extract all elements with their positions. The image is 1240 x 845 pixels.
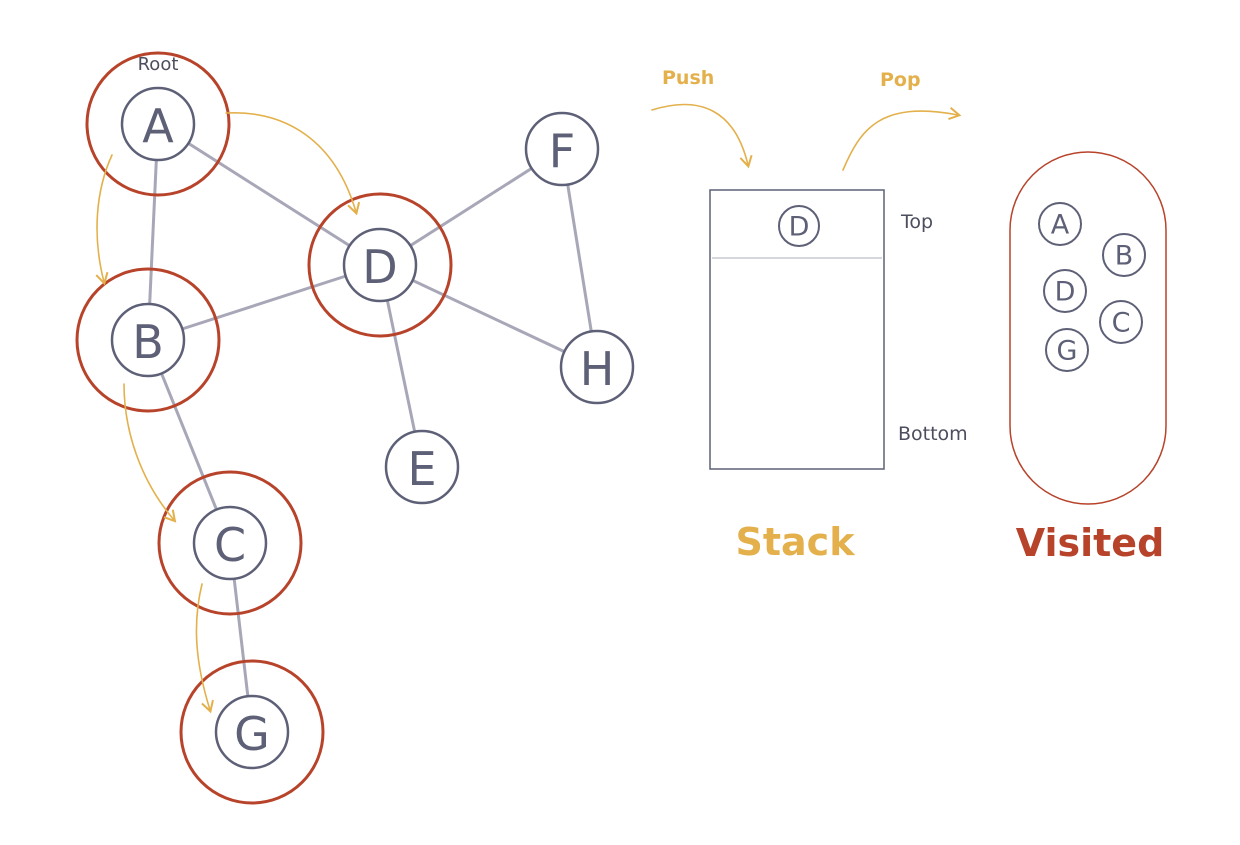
visited-item-label: C — [1112, 308, 1131, 339]
traversal-arrow-a-d — [225, 112, 361, 216]
traversal-arrow-a-b — [95, 154, 113, 286]
visited-item: G — [1045, 328, 1089, 372]
node-label: H — [580, 342, 615, 396]
visited-item: D — [1043, 269, 1087, 313]
edge-d-h — [379, 263, 598, 369]
graph-edges — [146, 122, 599, 733]
node-d: D — [342, 227, 418, 303]
visited-ring-b — [75, 267, 221, 413]
visited-ring-g — [179, 659, 325, 805]
traversal-arrow-c-g — [195, 583, 214, 714]
stack-title: Stack — [736, 520, 856, 564]
node-circle — [524, 111, 600, 187]
visited-rings — [75, 51, 453, 805]
visited-item-circle — [1038, 202, 1082, 246]
node-circle — [214, 694, 290, 770]
stack-item-label: D — [789, 212, 810, 243]
visited-item-label: G — [1057, 336, 1078, 367]
node-g: G — [214, 694, 290, 770]
node-label: C — [214, 518, 246, 572]
traversal-arrows — [95, 112, 361, 714]
node-e: E — [384, 429, 460, 505]
stack-bottom-label: Bottom — [898, 423, 968, 445]
node-f: F — [524, 111, 600, 187]
stack-top-label: Top — [900, 211, 933, 233]
visited-item-circle — [1045, 328, 1089, 372]
visited-title: Visited — [1016, 521, 1165, 565]
visited-ring-c — [157, 470, 303, 616]
visited-item-label: B — [1115, 241, 1134, 272]
edge-b-d — [147, 263, 381, 342]
edge-a-d — [157, 122, 381, 267]
node-circle — [559, 329, 635, 405]
visited-item-label: D — [1055, 277, 1076, 308]
visited-item-circle — [1043, 269, 1087, 313]
node-circle — [110, 302, 186, 378]
visited-item: A — [1038, 202, 1082, 246]
visited-item: C — [1099, 300, 1143, 344]
push-label: Push — [662, 67, 714, 89]
node-label: B — [132, 315, 164, 369]
visited-item-label: A — [1051, 210, 1070, 241]
node-circle — [120, 86, 196, 162]
node-circle — [342, 227, 418, 303]
node-b: B — [110, 302, 186, 378]
node-h: H — [559, 329, 635, 405]
node-c: C — [192, 505, 268, 581]
node-label: E — [407, 442, 436, 496]
visited-ring-d — [307, 192, 453, 338]
node-a: A — [120, 86, 196, 162]
node-label: F — [549, 124, 575, 178]
node-circle — [192, 505, 268, 581]
visited-item: B — [1102, 233, 1146, 277]
stack-items: D — [778, 205, 820, 247]
visited-items: A B D C G — [1038, 202, 1146, 372]
node-label: A — [142, 99, 174, 153]
stack-item: D — [778, 205, 820, 247]
root-label: Root — [138, 54, 179, 75]
graph-nodes: A B C D E F G H — [110, 86, 635, 770]
node-label: G — [234, 707, 270, 761]
traversal-arrow-b-c — [123, 383, 177, 523]
pop-arrow — [842, 106, 962, 171]
visited-item-circle — [1102, 233, 1146, 277]
node-circle — [384, 429, 460, 505]
push-arrow — [651, 103, 753, 169]
visited-item-circle — [1099, 300, 1143, 344]
node-label: D — [362, 240, 397, 294]
pop-label: Pop — [880, 69, 921, 91]
visited-ring-a — [85, 51, 231, 197]
stack-item-circle — [778, 205, 820, 247]
visited-container — [1009, 151, 1167, 505]
